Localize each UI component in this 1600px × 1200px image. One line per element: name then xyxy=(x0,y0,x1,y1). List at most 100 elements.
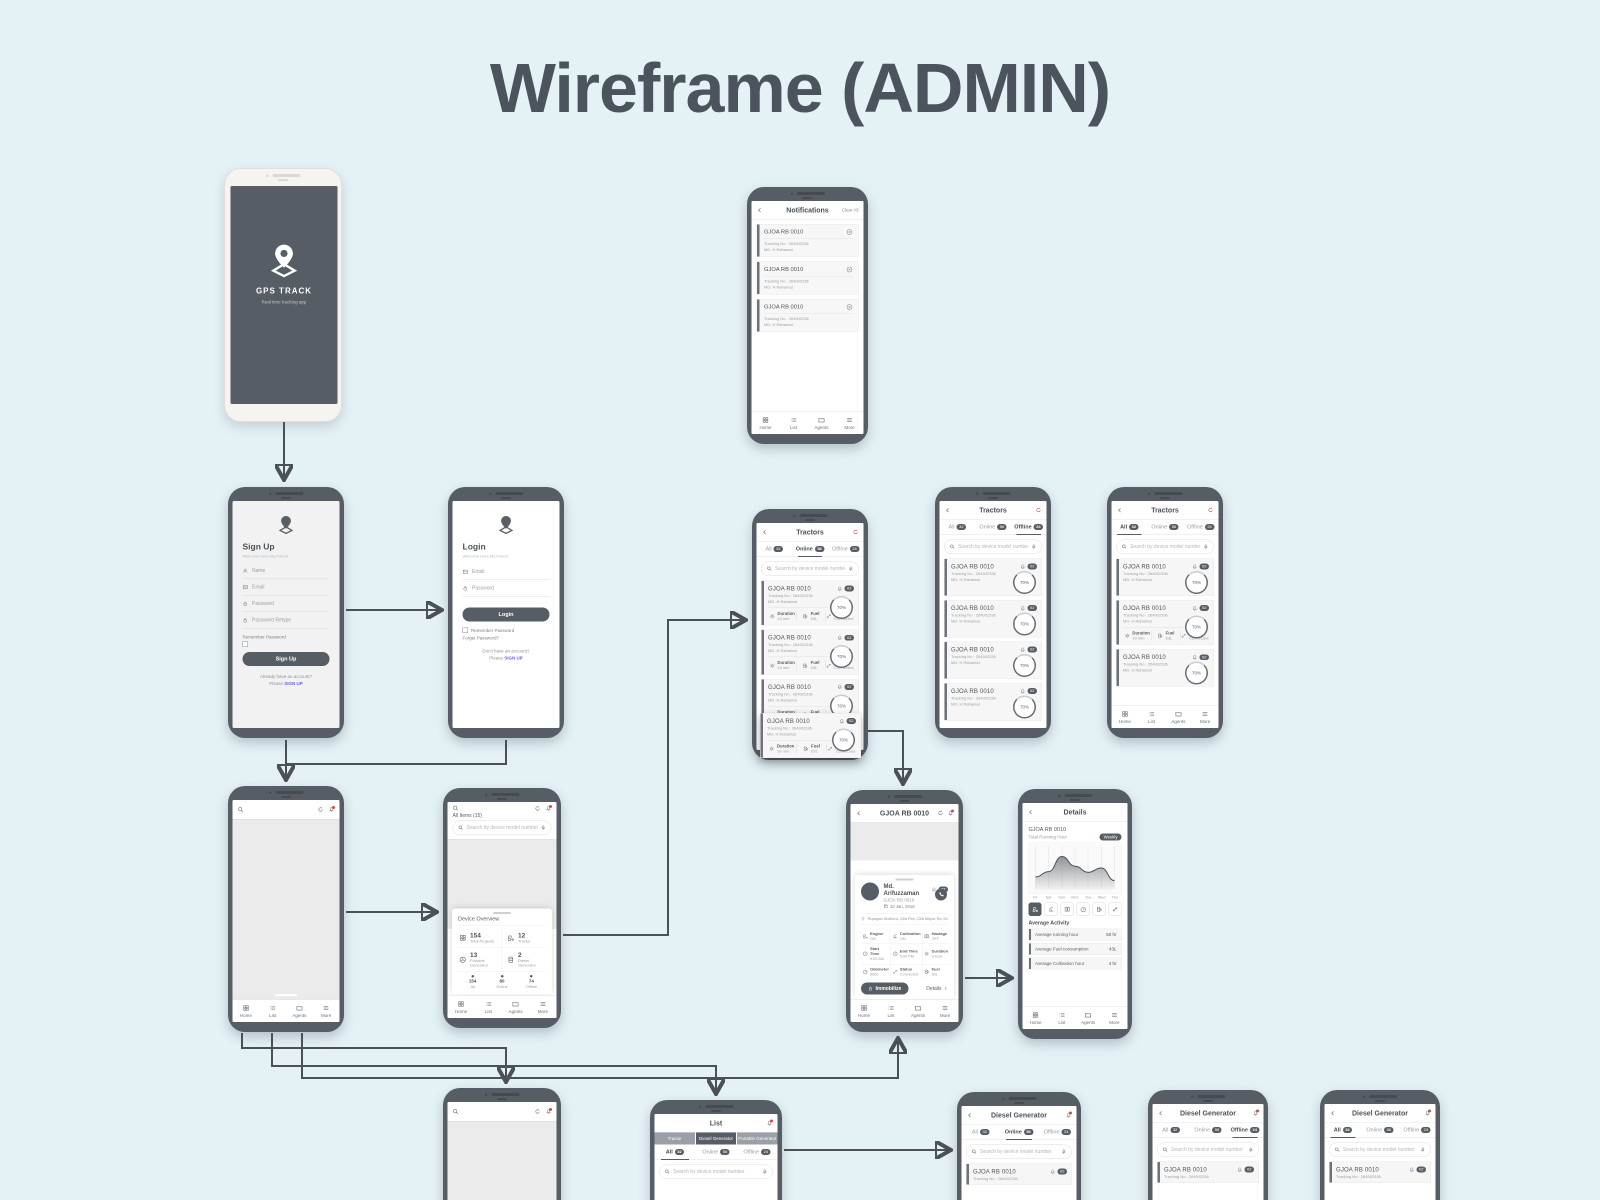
search-icon[interactable] xyxy=(238,806,245,813)
metric-status-button[interactable] xyxy=(1108,902,1122,916)
mic-icon[interactable] xyxy=(1248,1147,1254,1153)
nav-agents[interactable]: Agents xyxy=(286,1000,313,1022)
metric-odometer-button[interactable] xyxy=(1076,902,1090,916)
mic-icon[interactable] xyxy=(541,825,547,831)
metric-haulage-button[interactable] xyxy=(1060,902,1074,916)
bell-icon[interactable] xyxy=(1020,605,1026,611)
device-card[interactable]: GJOA RB 0010 02 Tracking No : 264902336 … xyxy=(944,683,1042,721)
notification-card[interactable]: GJOA RB 0010 Tracking No : 264902336 MD.… xyxy=(756,261,859,295)
device-card[interactable]: GJOA RB 0010 02 Tracking No : 264902336 … xyxy=(944,641,1042,679)
nav-list[interactable]: List xyxy=(1049,1007,1075,1029)
mic-icon[interactable] xyxy=(762,1169,768,1175)
refresh-icon[interactable] xyxy=(535,1109,541,1115)
search-icon[interactable] xyxy=(453,1108,460,1115)
nav-more[interactable]: More xyxy=(313,1000,340,1022)
notification-card[interactable]: GJOA RB 0010 Tracking No : 264902336 MD.… xyxy=(756,224,859,257)
nav-agents[interactable]: Agents xyxy=(808,412,836,434)
back-icon[interactable] xyxy=(1117,507,1124,514)
bell-icon[interactable] xyxy=(1253,1109,1259,1116)
nav-home[interactable]: Home xyxy=(448,996,475,1018)
login-button[interactable]: Login xyxy=(462,607,550,622)
signin-link[interactable]: SIGN UP xyxy=(284,681,303,686)
nav-agents[interactable]: Agents xyxy=(905,1000,932,1022)
segment-tractor[interactable]: Tractor xyxy=(654,1132,695,1145)
nav-more[interactable]: More xyxy=(932,1000,959,1022)
device-card[interactable]: GJOA RB 0010 02 Tracking No : 264902336 xyxy=(966,1163,1072,1185)
search-icon[interactable] xyxy=(453,805,460,812)
segment-portable-generator[interactable]: Portable Generator xyxy=(737,1132,778,1145)
metric-fuel-button[interactable] xyxy=(1092,902,1106,916)
device-card[interactable]: GJOA RB 0010 02 Tracking No : 264902336 … xyxy=(761,629,859,675)
search-input[interactable]: Search by device model number xyxy=(1329,1142,1431,1157)
call-button[interactable] xyxy=(935,888,947,901)
device-card[interactable]: GJOA RB 0010 02 Tracking No : 264902336 xyxy=(1157,1161,1259,1183)
refresh-icon[interactable] xyxy=(1036,507,1042,513)
device-card[interactable]: GJOA RB 0010 02 Tracking No : 264902336 … xyxy=(1116,600,1214,646)
back-icon[interactable] xyxy=(967,1112,974,1119)
search-input[interactable]: Search by device model number xyxy=(452,820,552,835)
clear-all-button[interactable]: Clear All xyxy=(841,207,859,213)
nav-list[interactable]: List xyxy=(259,1000,286,1022)
map-area[interactable] xyxy=(850,822,959,861)
bell-icon[interactable] xyxy=(1020,564,1026,570)
mic-icon[interactable] xyxy=(848,566,854,572)
back-icon[interactable] xyxy=(762,529,769,536)
immobilize-button[interactable]: Immobilize xyxy=(861,982,909,995)
nav-list[interactable]: List xyxy=(780,412,808,434)
nav-home[interactable]: Home xyxy=(752,412,780,434)
password-retype-field[interactable]: Password Retype xyxy=(242,612,330,629)
password-field[interactable]: Password xyxy=(242,596,330,612)
bell-icon[interactable] xyxy=(1020,647,1026,653)
bell-icon[interactable] xyxy=(546,804,552,811)
device-card[interactable]: GJOA RB 0010 02 Tracking No : 264902336 … xyxy=(944,600,1042,638)
bell-icon[interactable] xyxy=(1020,688,1026,694)
metric-engine-button[interactable] xyxy=(1028,902,1042,916)
bell-icon[interactable] xyxy=(1192,654,1198,660)
nav-home[interactable]: Home xyxy=(1023,1007,1049,1029)
nav-more[interactable]: More xyxy=(836,412,864,434)
back-icon[interactable] xyxy=(1158,1110,1165,1117)
bell-icon[interactable] xyxy=(839,718,845,724)
mic-icon[interactable] xyxy=(1203,544,1209,550)
dismiss-icon[interactable] xyxy=(846,304,853,311)
map-area[interactable] xyxy=(447,1121,557,1200)
nav-home[interactable]: Home xyxy=(233,1000,260,1022)
mic-icon[interactable] xyxy=(1061,1149,1067,1155)
nav-more[interactable]: More xyxy=(1192,706,1219,728)
remember-checkbox[interactable] xyxy=(462,627,468,633)
nav-list[interactable]: List xyxy=(475,996,502,1018)
nav-home[interactable]: Home xyxy=(851,1000,878,1022)
nav-list[interactable]: List xyxy=(1138,706,1165,728)
device-card[interactable]: GJOA RB 0010 02 Tracking No : 264902336 … xyxy=(944,558,1042,596)
email-field[interactable]: Email xyxy=(242,579,330,596)
refresh-icon[interactable] xyxy=(853,529,859,535)
dismiss-icon[interactable] xyxy=(846,229,853,236)
bell-icon[interactable] xyxy=(1050,1169,1056,1175)
back-icon[interactable] xyxy=(757,207,764,214)
device-card[interactable]: GJOA RB 0010 02 Tracking No : 264902336 … xyxy=(1116,649,1214,687)
back-icon[interactable] xyxy=(856,810,863,817)
mic-icon[interactable] xyxy=(1031,544,1037,550)
nav-agents[interactable]: Agents xyxy=(1075,1007,1101,1029)
refresh-icon[interactable] xyxy=(1208,507,1214,513)
bell-icon[interactable] xyxy=(767,1119,773,1126)
mic-icon[interactable] xyxy=(1420,1147,1426,1153)
search-input[interactable]: Search by device model number xyxy=(659,1164,773,1179)
